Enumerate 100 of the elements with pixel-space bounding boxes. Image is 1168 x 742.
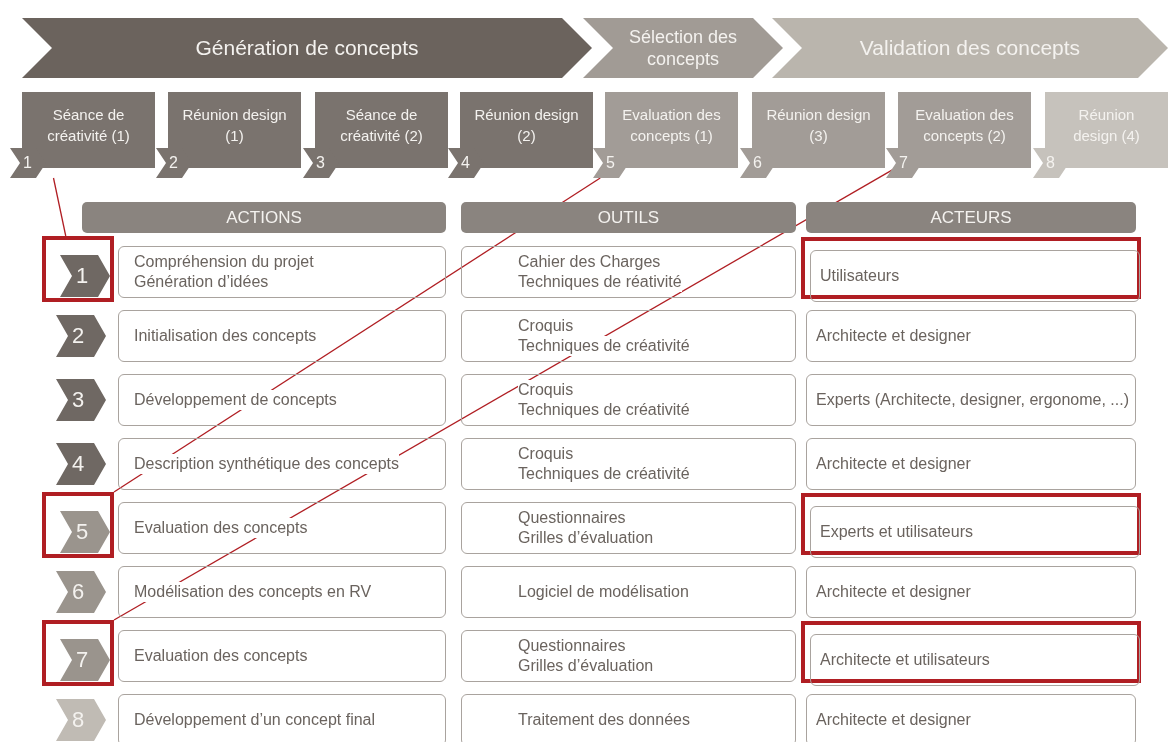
step-number: 5: [76, 520, 89, 544]
phase-banner: [772, 18, 1168, 78]
actor-text: Experts et utilisateurs: [820, 522, 973, 542]
tool-text: Questionnaires: [518, 508, 626, 528]
step-title: Séance de créativité (2): [339, 105, 424, 146]
actor-cell: [806, 310, 1136, 362]
actor-cell: [810, 250, 1140, 302]
phase-title: Validation des concepts: [858, 35, 1082, 61]
leader-line: [52, 177, 67, 237]
actor-text: Architecte et designer: [816, 326, 971, 346]
tool-text: Cahier des Charges: [518, 252, 661, 272]
action-text: Développement d’un concept final: [134, 710, 376, 730]
step-title: Réunion design (3): [765, 105, 872, 146]
step-title: Evaluation des concepts (2): [914, 105, 1015, 146]
step-number: 5: [606, 153, 615, 173]
tool-text: Croquis: [518, 444, 574, 464]
step-number: 2: [169, 153, 178, 173]
step-box: [886, 92, 1031, 178]
tool-cell: [461, 694, 796, 742]
highlight-frame: [801, 621, 1141, 683]
highlight-frame: [801, 493, 1141, 555]
actor-text: Architecte et designer: [816, 710, 971, 730]
column-header: ACTEURS: [806, 202, 1136, 233]
step-number-tag: [56, 379, 106, 421]
action-text: Initialisation des concepts: [134, 326, 317, 346]
highlight-frame: [42, 236, 114, 302]
step-title: Séance de créativité (1): [46, 105, 131, 146]
tool-text: Croquis: [518, 316, 574, 336]
actor-cell: [806, 566, 1136, 618]
step-number: 7: [76, 648, 89, 672]
step-box: [156, 92, 301, 178]
step-number: 1: [76, 264, 89, 288]
step-number: 4: [72, 452, 85, 476]
actor-cell: [806, 374, 1136, 426]
tool-text: Logiciel de modélisation: [518, 582, 689, 602]
step-number-tag: [56, 571, 106, 613]
tool-text: Techniques de créativité: [518, 400, 690, 420]
action-text: Développement de concepts: [134, 390, 337, 410]
actor-text: Experts (Architecte, designer, ergonome, ...): [816, 390, 1130, 410]
step-number-tag: [60, 511, 110, 553]
action-cell: [118, 566, 446, 618]
action-text: Modélisation des concepts en RV: [134, 582, 372, 602]
step-box: [1033, 92, 1168, 178]
action-cell: [118, 630, 446, 682]
phase-title: Sélection des concepts: [627, 26, 739, 71]
tool-text: Techniques de créativité: [518, 464, 690, 484]
step-number-tag: [60, 255, 110, 297]
column-header: ACTIONS: [82, 202, 446, 233]
highlight-frame: [801, 237, 1141, 299]
action-cell: [118, 694, 446, 742]
actor-cell: [806, 438, 1136, 490]
step-number: 6: [72, 580, 85, 604]
step-box: [10, 92, 155, 178]
action-cell: [118, 310, 446, 362]
action-text: Compréhension du projet: [134, 252, 314, 272]
highlight-frame: [42, 492, 114, 558]
actor-cell: [806, 694, 1136, 742]
phase-banner: [22, 18, 592, 78]
step-number: 1: [23, 153, 32, 173]
step-box: [740, 92, 885, 178]
step-title: Réunion design (1): [181, 105, 288, 146]
step-number-tag: [56, 699, 106, 741]
tool-cell: [461, 310, 796, 362]
tool-text: Questionnaires: [518, 636, 626, 656]
step-box: [448, 92, 593, 178]
step-title: Réunion design (2): [473, 105, 580, 146]
tool-cell: [461, 502, 796, 554]
step-number: 3: [72, 388, 85, 412]
step-number: 6: [753, 153, 762, 173]
action-text: Description synthétique des concepts: [134, 454, 400, 474]
highlight-frame: [42, 620, 114, 686]
step-number: 4: [461, 153, 470, 173]
phase-banner: [583, 18, 783, 78]
tool-cell: [461, 374, 796, 426]
action-text: Evaluation des concepts: [134, 518, 308, 538]
step-number-tag: [60, 639, 110, 681]
tool-text: Croquis: [518, 380, 574, 400]
actor-text: Architecte et designer: [816, 454, 971, 474]
actor-text: Architecte et designer: [816, 582, 971, 602]
tool-text: Techniques de créativité: [518, 336, 690, 356]
step-box: [303, 92, 448, 178]
step-number: 3: [316, 153, 325, 173]
step-title: Evaluation des concepts (1): [621, 105, 722, 146]
tool-cell: [461, 566, 796, 618]
action-cell: [118, 374, 446, 426]
tool-cell: [461, 438, 796, 490]
action-cell: [118, 502, 446, 554]
column-header: OUTILS: [461, 202, 796, 233]
actor-cell: [810, 634, 1140, 686]
action-cell: [118, 246, 446, 298]
actor-cell: [810, 506, 1140, 558]
step-number: 7: [899, 153, 908, 173]
step-number-tag: [56, 443, 106, 485]
action-cell: [118, 438, 446, 490]
tool-cell: [461, 630, 796, 682]
tool-cell: [461, 246, 796, 298]
step-number: 2: [72, 324, 85, 348]
tool-text: Techniques de réativité: [518, 272, 682, 292]
phase-title: Génération de concepts: [194, 35, 420, 61]
step-box: [593, 92, 738, 178]
